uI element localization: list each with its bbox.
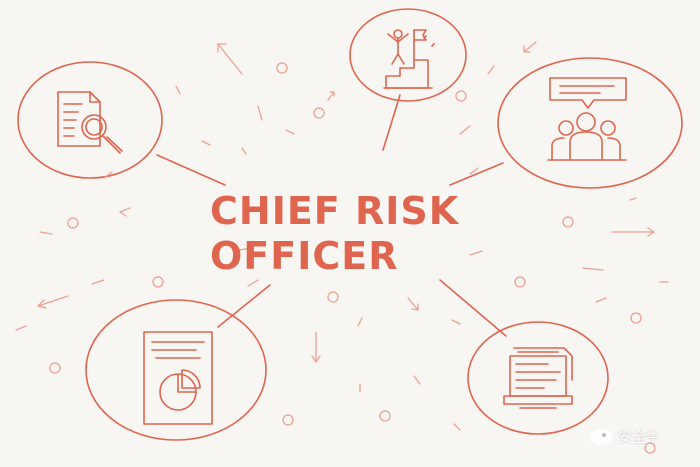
connector-top-right bbox=[449, 162, 504, 186]
node-circle-top-left bbox=[17, 61, 163, 179]
connector-bottom-right bbox=[439, 279, 507, 337]
computer-documents-icon bbox=[503, 347, 573, 409]
document-magnifier-icon bbox=[57, 91, 123, 154]
connector-top bbox=[382, 94, 401, 151]
connector-top-left bbox=[156, 154, 226, 186]
success-stairs-flag-icon bbox=[383, 29, 435, 89]
watermark: 安全牛 bbox=[590, 426, 660, 448]
connector-lines bbox=[156, 94, 507, 337]
node-circle-bottom-right bbox=[467, 321, 609, 435]
watermark-text: 安全牛 bbox=[618, 430, 660, 446]
team-speech-bubble-icon bbox=[547, 77, 627, 161]
decorative-scatter bbox=[15, 41, 669, 454]
connector-bottom-left bbox=[217, 284, 271, 328]
report-pie-chart-icon bbox=[143, 331, 213, 425]
title-line-2: OFFICER bbox=[210, 234, 399, 278]
title-line-1: CHIEF RISK bbox=[210, 189, 460, 233]
node-circle-top-right bbox=[497, 57, 683, 189]
node-circle-top bbox=[349, 8, 467, 102]
wechat-bubble-icon bbox=[590, 429, 612, 445]
node-circle-bottom-left bbox=[85, 299, 267, 441]
